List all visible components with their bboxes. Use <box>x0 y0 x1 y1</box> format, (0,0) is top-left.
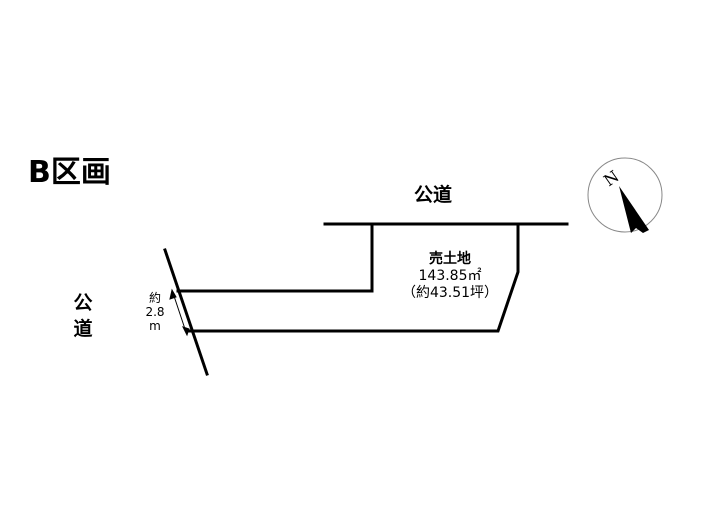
frontage-label: 約 2.8 m <box>140 291 170 333</box>
north-compass <box>587 157 663 233</box>
lot-boundary-lower <box>188 222 520 333</box>
lot-area-tsubo: （約43.51坪） <box>401 285 499 301</box>
lot-info: 売土地 143.85㎡ （約43.51坪） <box>360 251 540 302</box>
lot-area-sqm: 143.85㎡ <box>418 268 482 284</box>
road-label-top: 公道 <box>414 184 453 206</box>
lot-boundary <box>176 222 374 293</box>
frontage-dimension-arrow <box>169 288 190 337</box>
road-edge-left <box>163 248 209 376</box>
frontage-prefix: 約 <box>148 291 161 305</box>
lot-name: 売土地 <box>429 251 471 267</box>
frontage-unit: m <box>149 319 161 333</box>
road-label-left: 公道 <box>73 292 93 340</box>
north-arrow-icon <box>619 186 649 233</box>
page-title: B区画 <box>28 155 111 190</box>
frontage-value: 2.8 <box>145 305 165 319</box>
